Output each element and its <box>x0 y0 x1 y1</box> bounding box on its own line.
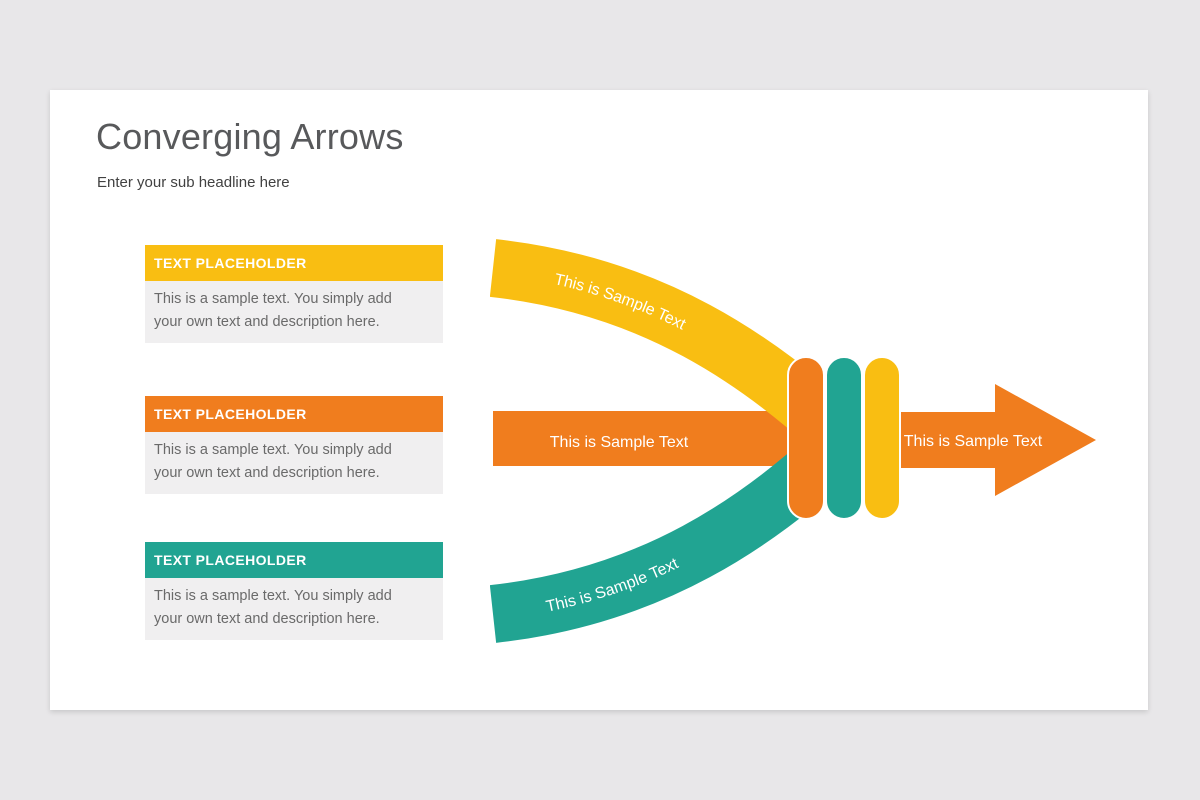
placeholder-body-line: This is a sample text. You simply add <box>154 588 392 604</box>
placeholder-header-yellow: TEXT PLACEHOLDER <box>145 245 443 281</box>
output-arrow <box>893 384 1096 496</box>
placeholder-box-yellow: TEXT PLACEHOLDER This is a sample text. … <box>145 245 443 343</box>
page-title: Converging Arrows <box>96 116 404 157</box>
convergence-pills <box>787 356 901 520</box>
placeholder-body-teal: This is a sample text. You simply add yo… <box>145 578 443 640</box>
convergence-pill-teal <box>825 356 863 520</box>
placeholder-body-yellow: This is a sample text. You simply add yo… <box>145 281 443 343</box>
placeholder-body-line: your own text and description here. <box>154 314 380 330</box>
placeholder-body-line: your own text and description here. <box>154 465 380 481</box>
placeholder-box-orange: TEXT PLACEHOLDER This is a sample text. … <box>145 396 443 494</box>
convergence-pill-yellow <box>863 356 901 520</box>
placeholder-body-line: This is a sample text. You simply add <box>154 291 392 307</box>
output-arrow-label: This is Sample Text <box>904 433 1043 450</box>
convergence-pill-orange <box>787 356 825 520</box>
placeholder-box-teal: TEXT PLACEHOLDER This is a sample text. … <box>145 542 443 640</box>
orange-band-label: This is Sample Text <box>550 434 689 451</box>
placeholder-header-orange: TEXT PLACEHOLDER <box>145 396 443 432</box>
placeholder-header-teal: TEXT PLACEHOLDER <box>145 542 443 578</box>
slide: Converging Arrows Enter your sub headlin… <box>50 90 1148 710</box>
placeholder-body-line: your own text and description here. <box>154 611 380 627</box>
placeholder-body-line: This is a sample text. You simply add <box>154 442 392 458</box>
converging-arrows-diagram: This is Sample Text This is Sample Text … <box>490 239 1096 643</box>
placeholder-body-orange: This is a sample text. You simply add yo… <box>145 432 443 494</box>
page-subtitle: Enter your sub headline here <box>97 174 290 191</box>
